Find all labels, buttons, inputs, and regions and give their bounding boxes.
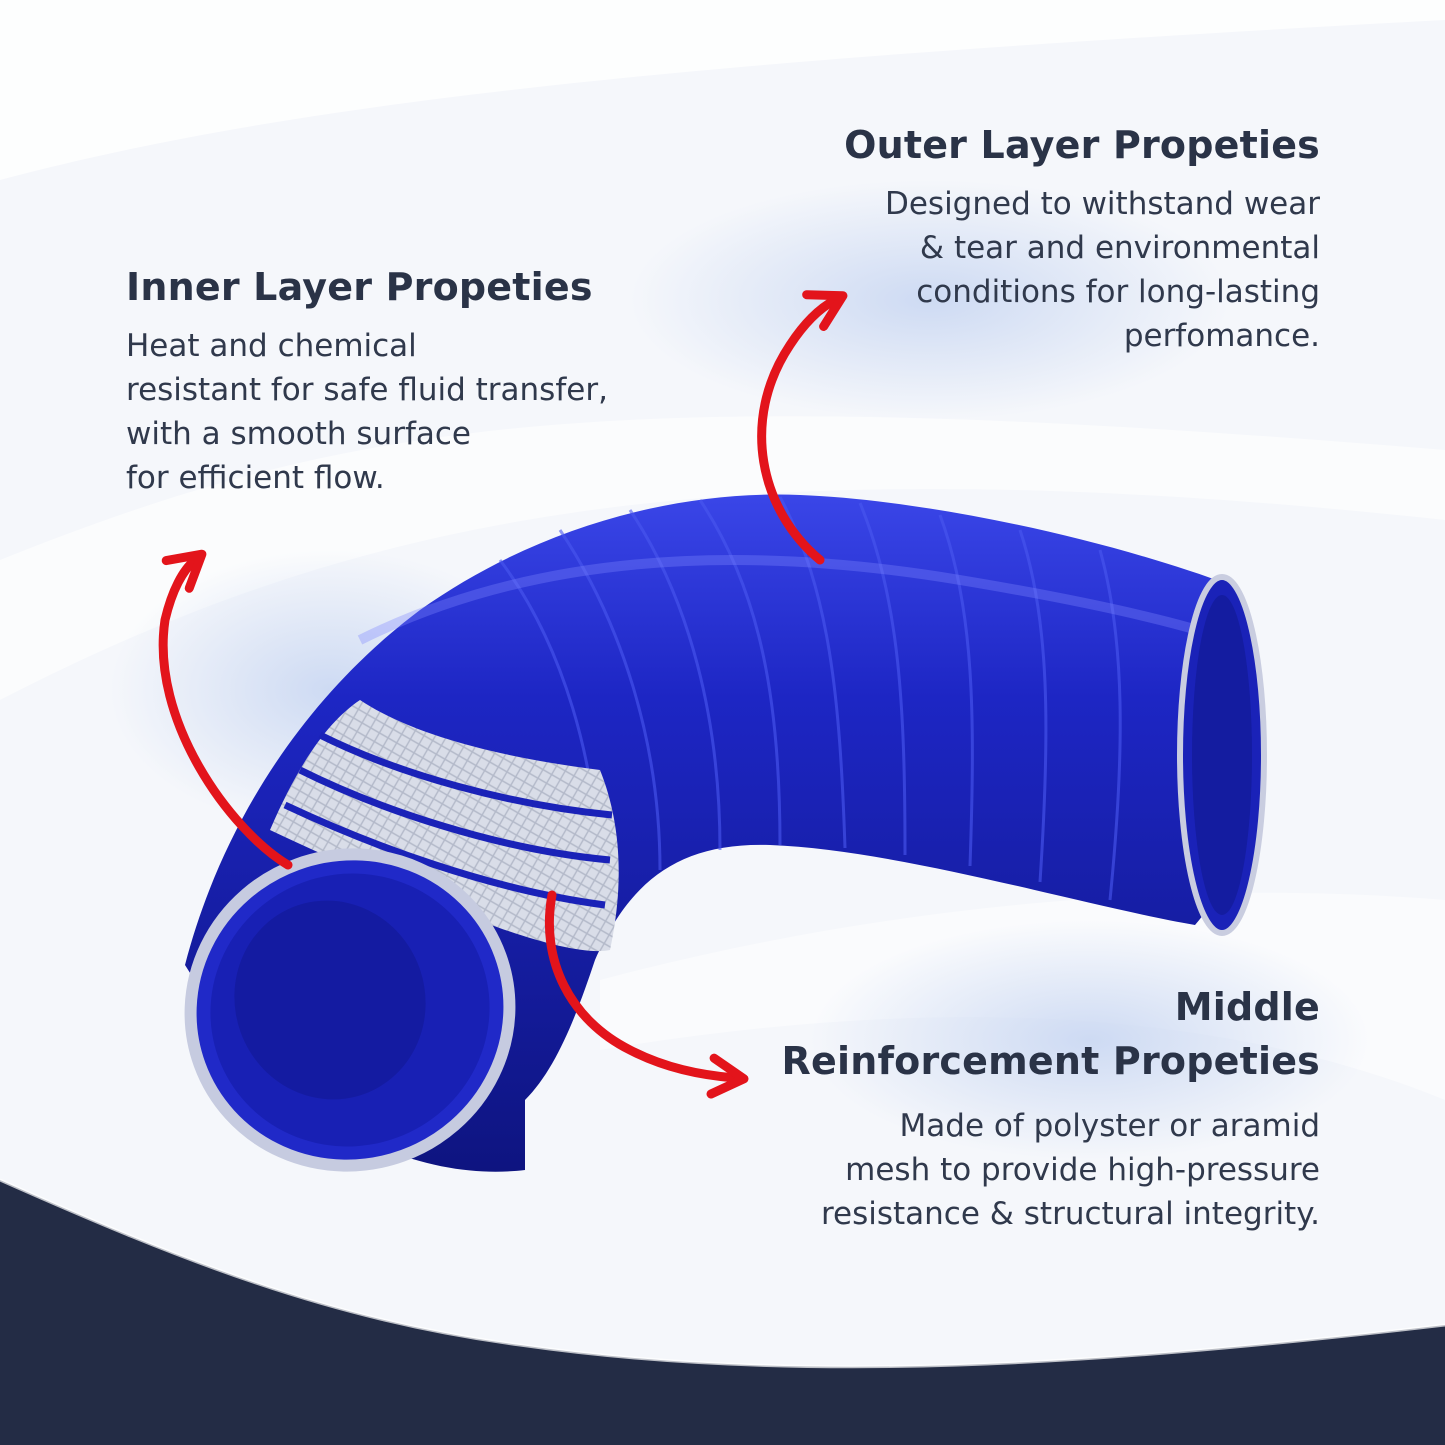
outer-layer-callout: Outer Layer Propeties Designed to withst…	[720, 122, 1320, 358]
inner-layer-title: Inner Layer Propeties	[126, 265, 593, 309]
inner-layer-description: Heat and chemical resistant for safe flu…	[126, 328, 608, 496]
middle-reinforcement-title: Middle Reinforcement Propeties	[781, 985, 1320, 1083]
inner-layer-callout: Inner Layer Propeties Heat and chemical …	[126, 264, 726, 500]
middle-reinforcement-callout: Middle Reinforcement Propeties Made of p…	[700, 980, 1320, 1236]
outer-layer-description: Designed to withstand wear & tear and en…	[884, 186, 1320, 354]
middle-reinforcement-description: Made of polyster or aramid mesh to provi…	[820, 1108, 1320, 1232]
outer-layer-title: Outer Layer Propeties	[844, 123, 1320, 167]
